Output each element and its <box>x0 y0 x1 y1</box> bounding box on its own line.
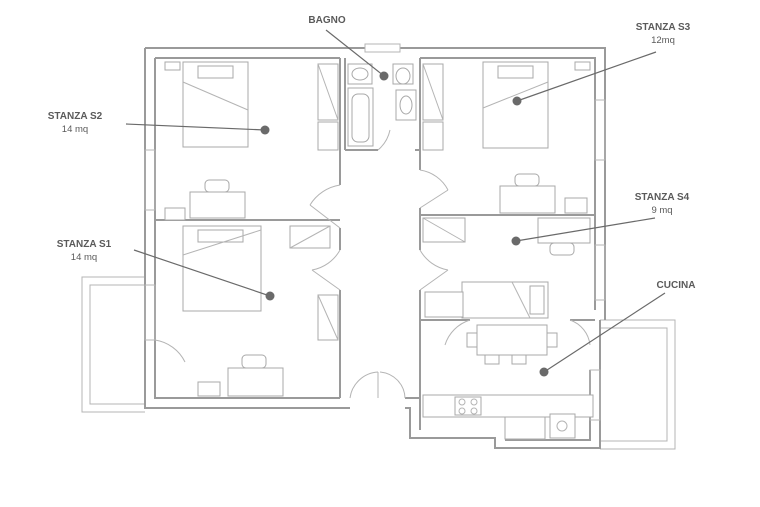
room-title: STANZA S3 <box>635 22 691 33</box>
leader-s4 <box>515 217 656 242</box>
label-bagno: BAGNO <box>302 14 352 27</box>
marker-s1 <box>265 291 275 301</box>
s4-furniture <box>422 217 591 319</box>
leader-s3 <box>516 51 657 102</box>
windows <box>144 43 606 421</box>
leader-s2 <box>125 123 266 131</box>
room-area: 9 mq <box>651 205 673 216</box>
leader-bagno <box>325 29 385 77</box>
s2-furniture <box>164 61 339 221</box>
label-stanza-s3: STANZA S3 12mq <box>628 21 698 47</box>
room-area: 14 mq <box>70 252 98 263</box>
marker-bagno <box>379 71 389 81</box>
room-title: STANZA S2 <box>47 111 103 122</box>
label-stanza-s2: STANZA S2 14 mq <box>40 110 110 136</box>
kitchen-furniture <box>422 324 594 440</box>
marker-s2 <box>260 125 270 135</box>
leader-lines <box>125 29 666 377</box>
leader-s1 <box>133 249 271 297</box>
marker-cucina <box>539 367 549 377</box>
label-stanza-s4: STANZA S4 9 mq <box>627 191 697 217</box>
label-stanza-s1: STANZA S1 14 mq <box>49 238 119 264</box>
marker-s4 <box>511 236 521 246</box>
room-title: STANZA S1 <box>56 239 112 250</box>
room-title: STANZA S4 <box>634 192 690 203</box>
leader-cucina <box>543 292 666 373</box>
bathroom-fixtures <box>347 63 417 147</box>
room-title: BAGNO <box>308 15 346 26</box>
balcony-left <box>81 276 145 413</box>
room-title: CUCINA <box>656 280 696 291</box>
label-cucina: CUCINA <box>646 279 706 292</box>
room-area: 14 mq <box>61 124 89 135</box>
room-area: 12mq <box>651 35 675 46</box>
marker-s3 <box>512 96 522 106</box>
interior-walls <box>155 58 595 398</box>
s1-furniture <box>182 225 339 397</box>
balcony-right <box>600 319 676 450</box>
